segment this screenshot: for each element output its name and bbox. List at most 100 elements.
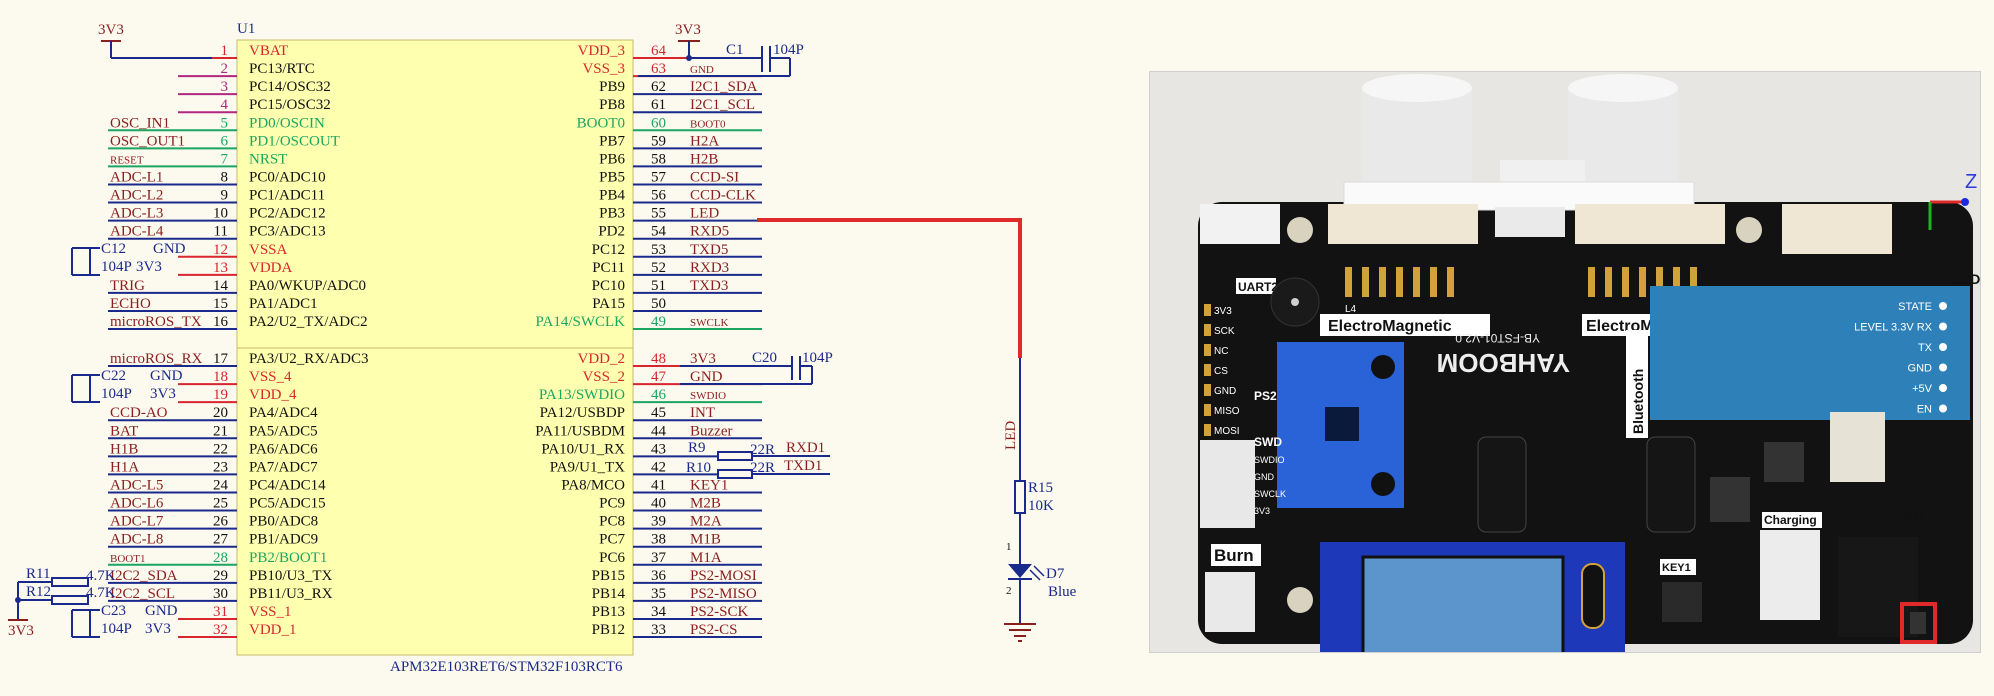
svg-text:1: 1 <box>1006 541 1012 553</box>
svg-text:GND: GND <box>145 603 178 619</box>
pin-number: 46 <box>651 387 667 403</box>
pin-number: 51 <box>651 278 666 294</box>
pin-number: 12 <box>213 242 228 258</box>
net-label: H2B <box>690 151 718 167</box>
svg-text:TXD1: TXD1 <box>784 458 822 474</box>
svg-text:3V3: 3V3 <box>145 621 171 637</box>
pin-number: 29 <box>213 568 228 584</box>
net-label: ADC-L8 <box>110 532 163 548</box>
electrolytic-cap <box>1646 436 1696 533</box>
power-3v3-top-right: 3V3 <box>675 22 701 61</box>
svg-text:R11: R11 <box>26 566 50 582</box>
bluetooth-module <box>1650 286 1970 420</box>
pin-number: 26 <box>213 514 229 530</box>
net-label: I2C1_SCL <box>690 97 755 113</box>
pin-name: PA4/ADC4 <box>249 405 318 421</box>
net-label: PS2-MOSI <box>690 568 757 584</box>
net-label: H1A <box>110 459 139 475</box>
pin-number: 38 <box>651 532 666 548</box>
pin-number: 52 <box>651 260 666 276</box>
pin-number: 54 <box>651 224 667 240</box>
pin-name: PB12 <box>592 622 625 638</box>
pin-name: PC12 <box>592 242 625 258</box>
pin-name: PB6 <box>599 151 625 167</box>
pin-number: 62 <box>651 79 666 95</box>
mount-hole <box>1736 217 1762 243</box>
pin-name: VDDA <box>249 260 292 276</box>
power-switch <box>1900 602 1937 644</box>
ccd-label: CCD <box>1950 271 1980 287</box>
pin-name: PA1/ADC1 <box>249 296 318 312</box>
svg-text:3V3: 3V3 <box>136 259 162 275</box>
pin-name: PB5 <box>599 169 625 185</box>
pin-name: PC3/ADC13 <box>249 224 326 240</box>
pin-name: PD2 <box>598 224 625 240</box>
pin-number: 2 <box>221 61 229 77</box>
pin-number: 50 <box>651 296 666 312</box>
pin-number: 40 <box>651 496 666 512</box>
capacitor-c23: C23 GND 104P 3V3 <box>71 603 178 638</box>
pin-name: PB11/U3_RX <box>249 586 333 602</box>
swd-pin-label: SWDIO <box>1254 455 1285 465</box>
pin-number: 37 <box>651 550 667 566</box>
pin-name: PB15 <box>592 568 625 584</box>
swd-connector <box>1200 440 1255 528</box>
pin-number: 58 <box>651 151 666 167</box>
net-label: I2C2_SDA <box>110 568 178 584</box>
pin-number: 56 <box>651 188 667 204</box>
svg-text:R12: R12 <box>26 584 51 600</box>
pin-name: PA14/SWCLK <box>536 314 626 330</box>
pin-name: PA3/U2_RX/ADC3 <box>249 351 368 367</box>
regulator <box>1710 477 1750 522</box>
pin-name: PD1/OSCOUT <box>249 133 340 149</box>
svg-text:22R: 22R <box>750 442 775 458</box>
net-label: PS2-MISO <box>690 586 757 602</box>
pin-number: 53 <box>651 242 666 258</box>
pin-number: 20 <box>213 405 228 421</box>
pin-name: PC15/OSC32 <box>249 97 331 113</box>
charging-label: Charging <box>1764 513 1817 527</box>
model-label: YB-FST01-V2.0 <box>1455 331 1540 345</box>
capacitor-c1: C1 104P <box>638 42 804 77</box>
svg-text:104P: 104P <box>101 259 132 275</box>
oled-screen <box>1361 555 1565 652</box>
net-label: PS2-CS <box>690 622 738 638</box>
pin-number: 32 <box>213 622 228 638</box>
bt-pin-label: TX <box>1918 342 1933 354</box>
pin-number: 9 <box>221 188 229 204</box>
bt-pin-dot <box>1939 384 1947 392</box>
capacitor-c22: C22 GND 104P 3V3 <box>71 368 183 403</box>
pin-number: 31 <box>213 604 228 620</box>
pin-number: 25 <box>213 496 228 512</box>
net-label: BOOT0 <box>690 118 726 130</box>
net-label: INT <box>690 405 715 421</box>
svg-text:C23: C23 <box>101 603 126 619</box>
pin-number: 8 <box>221 169 229 185</box>
svg-text:D7: D7 <box>1046 566 1065 582</box>
power-connector <box>1830 412 1885 482</box>
pin-name: PC0/ADC10 <box>249 169 326 185</box>
dc-jack <box>1838 537 1918 637</box>
pin-name: PA13/SWDIO <box>539 387 625 403</box>
pin-number: 14 <box>213 278 229 294</box>
pin-number: 35 <box>651 586 666 602</box>
electrolytic-cap <box>1477 436 1527 533</box>
regulator <box>1764 442 1804 482</box>
net-label: CCD-AO <box>110 405 168 421</box>
em-connector-right <box>1575 204 1725 244</box>
net-label: I2C1_SDA <box>690 79 758 95</box>
bt-pin-dot <box>1939 363 1947 372</box>
power-3v3-top-left: 3V3 <box>98 22 212 59</box>
svg-text:3V3: 3V3 <box>8 623 34 639</box>
svg-text:C22: C22 <box>101 368 126 384</box>
pin-name: PA0/WKUP/ADC0 <box>249 278 366 294</box>
net-label: ADC-L2 <box>110 188 163 204</box>
pin-name: PD0/OSCIN <box>249 115 325 131</box>
pin-number: 19 <box>213 387 228 403</box>
pin-name: PC11 <box>592 260 625 276</box>
pin-number: 64 <box>651 43 667 59</box>
net-label: ADC-L1 <box>110 169 163 185</box>
net-label: ECHO <box>110 296 151 312</box>
